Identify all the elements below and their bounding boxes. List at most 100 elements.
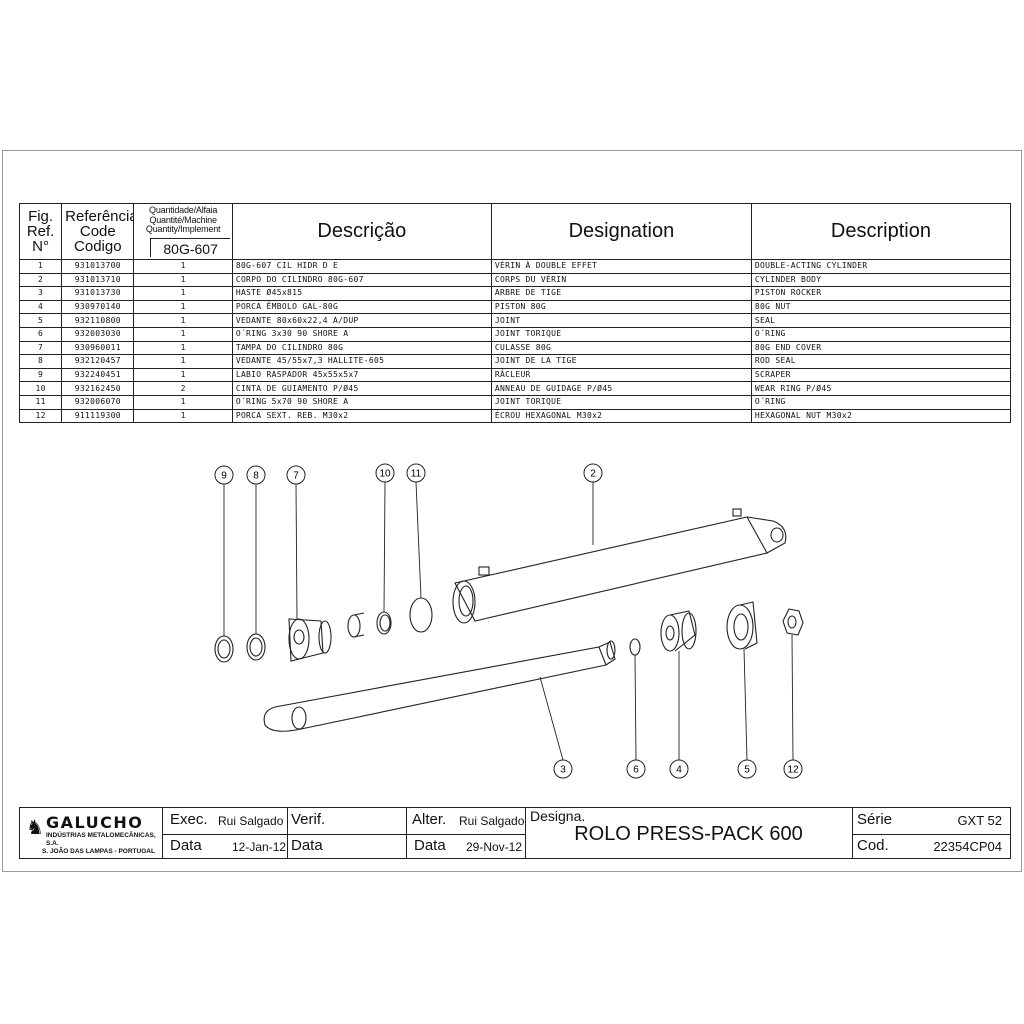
description-cell: PISTON ROCKER (750, 286, 1012, 301)
code-cell: 930960011 (61, 340, 135, 356)
code-cell: 932120457 (61, 354, 135, 369)
no-header-line: N° (32, 238, 49, 255)
alter-date-value: 29-Nov-12 (466, 840, 523, 854)
qty-cell: 1 (133, 394, 233, 410)
descricao-cell: CORPO DO CILINDRO 80G-607 (231, 272, 492, 288)
piston-rod-part (263, 640, 616, 732)
callout-balloon: 4 (669, 651, 689, 779)
qty-cell: 1 (133, 367, 233, 383)
description-cell: SCRAPER (750, 367, 1012, 383)
quantity-header-pt: Quantidade/Alfaia (149, 205, 218, 216)
callout-balloon: 11 (406, 463, 426, 599)
code-cell: 932162450 (61, 381, 135, 396)
oring-small-part (629, 638, 641, 656)
callout-leader-line (415, 481, 422, 599)
rooster-icon: ♞ (26, 817, 44, 839)
fig-cell: 1 (18, 259, 63, 274)
descricao-cell: VEDANTE 45/55x7,3 HALLITE-605 (231, 354, 492, 369)
qty-cell: 1 (133, 313, 233, 328)
description-cell: SEAL (750, 313, 1012, 328)
fig-cell: 2 (18, 272, 63, 288)
callout-leader-line (743, 648, 748, 761)
description-cell: CYLINDER BODY (750, 272, 1012, 288)
description-cell: DOUBLE-ACTING CYLINDER (750, 259, 1012, 274)
qty-cell: 2 (133, 381, 233, 396)
oring-large-part (409, 597, 433, 633)
description-cell: ROD SEAL (750, 354, 1012, 369)
qty-cell: 1 (133, 326, 233, 342)
designation-cell: RÂCLEUR (490, 367, 752, 383)
callout-circle (737, 759, 757, 779)
fig-cell: 6 (18, 326, 63, 342)
fig-cell: 7 (18, 340, 63, 356)
fig-ref-header: Fig. Ref. N° (18, 203, 63, 260)
code-cell: 932240451 (61, 367, 135, 383)
code-cell: 930970140 (61, 299, 135, 315)
code-header: Referência Code Codigo (61, 203, 135, 260)
description-cell: O´RING (750, 326, 1012, 342)
cod-label: Cod. (857, 837, 889, 854)
callout-circle (214, 465, 234, 485)
callout-number: 5 (744, 765, 750, 776)
description-cell: 80G END COVER (750, 340, 1012, 356)
callout-balloon: 8 (246, 465, 266, 634)
designation-cell: CORPS DU VÉRIN (490, 272, 752, 288)
designa-label: Designa. (530, 808, 586, 824)
fig-cell: 8 (18, 354, 63, 369)
alter-label: Alter. (412, 811, 447, 828)
parts-table-header: Fig. Ref. N° Referência Code Codigo Quan… (18, 203, 1012, 260)
designation-cell: JOINT (490, 313, 752, 328)
qty-cell: 1 (133, 259, 233, 274)
title-block: ♞ GALUCHO INDÚSTRIAS METALOMECÂNICAS, S.… (19, 807, 1011, 859)
callout-leader-line (791, 634, 794, 761)
description-cell: O´RING (750, 394, 1012, 410)
quantity-header-fr: Quantité/Machine (149, 214, 217, 225)
code-header-es: Codigo (74, 238, 122, 255)
hex-nut-part (782, 608, 804, 636)
code-cell: 931013700 (61, 259, 135, 274)
descricao-header: Descrição (231, 203, 492, 260)
callout-balloon: 3 (539, 676, 573, 779)
callout-balloon: 7 (286, 465, 306, 620)
designation-header: Designation (490, 203, 752, 260)
exec-value: Rui Salgado (218, 814, 284, 828)
designation-cell: ARBRE DE TIGE (490, 286, 752, 301)
end-cover-part (288, 618, 332, 662)
callout-number: 4 (676, 765, 682, 776)
descricao-cell: O´RING 3x30 90 SHORE A (231, 326, 492, 342)
callout-circle (583, 463, 603, 483)
code-header-en: Code (79, 223, 116, 240)
callout-circle (286, 465, 306, 485)
descricao-cell: O´RING 5x70 90 SHORE A (231, 394, 492, 410)
quantity-header-en: Quantity/Implement (145, 224, 221, 235)
callout-number: 12 (787, 765, 799, 776)
parts-table: Fig. Ref. N° Referência Code Codigo Quan… (18, 203, 1012, 424)
fig-header-line: Fig. (28, 208, 54, 225)
callout-number: 11 (411, 469, 422, 480)
alter-date-label: Data (414, 837, 446, 854)
code-cell: 931013730 (61, 286, 135, 301)
code-cell: 932110800 (61, 313, 135, 328)
callout-number: 7 (293, 471, 299, 482)
callout-circle (406, 463, 426, 483)
serie-label: Série (857, 811, 893, 828)
company-location: S. JOÃO DAS LAMPAS - PORTUGAL (42, 848, 155, 855)
company-name: GALUCHO (46, 813, 144, 832)
descricao-cell: VEDANTE 80x60x22,4 A/DUP (231, 313, 492, 328)
cod-value: 22354CP04 (933, 839, 1002, 854)
callout-number: 2 (590, 469, 596, 480)
drawing-sheet: Fig. Ref. N° Referência Code Codigo Quan… (2, 150, 1022, 872)
fig-cell: 5 (18, 313, 63, 328)
qty-cell: 1 (133, 408, 233, 424)
company-subtitle: INDÚSTRIAS METALOMECÂNICAS, S.A. (46, 832, 156, 847)
callout-leader-line (383, 481, 386, 613)
